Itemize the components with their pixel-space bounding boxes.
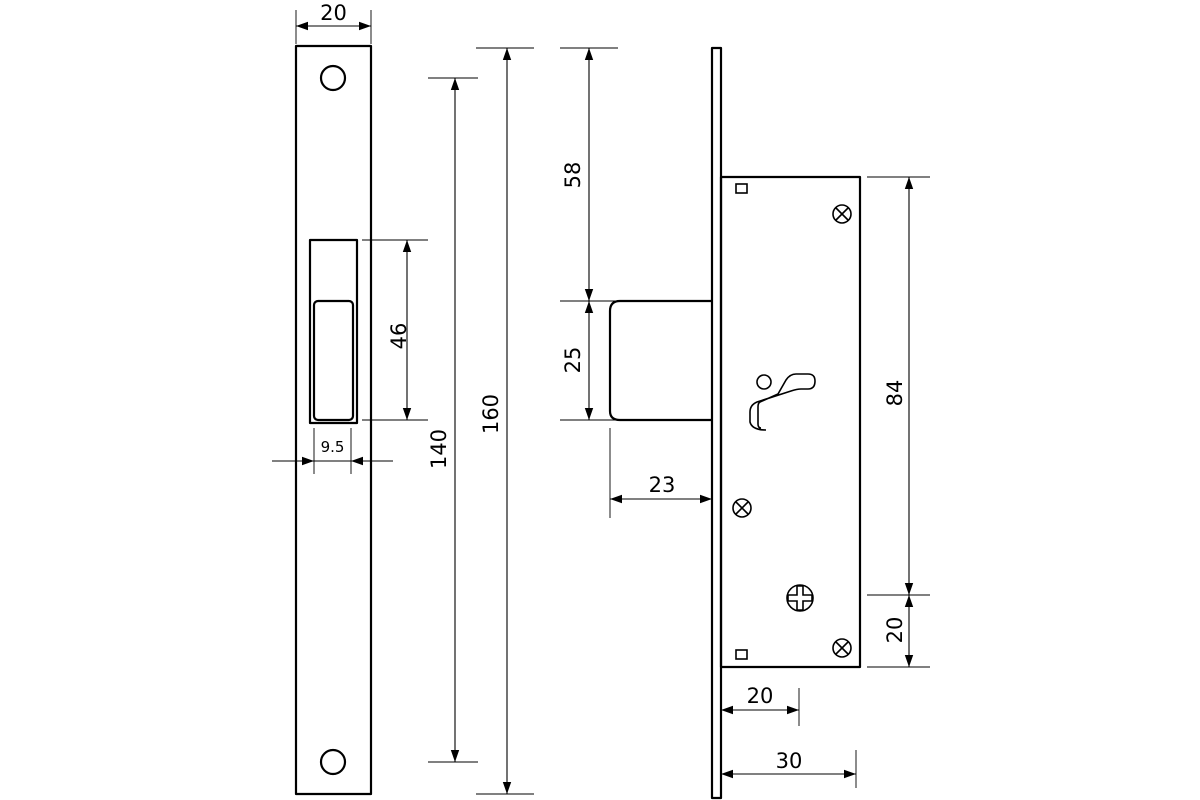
dim-label-hole-spacing: 140 [427,429,451,469]
dim-label-bolt-offset-top: 58 [561,162,585,189]
dim-lower-offset: 20 [867,595,930,668]
dim-label-case-height: 84 [883,380,907,407]
dim-label-window-height: 46 [387,323,411,350]
dim-bolt-throw: 23 [609,428,712,518]
phillips-spindle [786,584,814,612]
dim-plate-width: 20 [295,1,372,44]
strike-plate-front-view [294,44,373,796]
dim-case-height: 84 [867,176,930,596]
bottom-rivet-slot [735,649,748,660]
bottom-screw-hole [319,748,347,776]
bolt [608,299,712,422]
dim-case-depth: 30 [721,749,857,788]
dim-bolt-offset-top: 58 [560,47,618,302]
key-lever-slot [749,373,816,431]
dim-window-width: 9.5 [272,428,393,474]
lock-case [719,175,862,669]
dim-label-plate-length: 160 [479,394,503,434]
dim-label-bolt-throw: 23 [649,473,676,497]
case-screw-bottom-right [832,638,852,658]
dim-label-case-depth: 30 [776,749,803,773]
dim-window-height: 46 [362,239,428,421]
dim-label-lower-offset: 20 [883,617,907,644]
case-screw-top-right [832,204,852,224]
lock-body-side-view [608,46,862,800]
dim-bolt-height: 25 [560,301,618,421]
top-rivet-slot [735,183,748,194]
dim-label-window-width: 9.5 [321,438,345,456]
strike-window-outer [308,238,359,425]
faceplate [710,46,723,800]
dim-backset: 20 [721,684,800,726]
dim-label-bolt-height: 25 [561,347,585,374]
strike-window-inner [312,299,355,422]
dim-hole-spacing: 140 [427,77,478,763]
dim-plate-length: 160 [476,47,534,795]
top-screw-hole [319,64,347,92]
dim-label-backset: 20 [747,684,774,708]
case-screw-middle-left [732,498,752,518]
dim-label-plate-width: 20 [320,1,347,25]
